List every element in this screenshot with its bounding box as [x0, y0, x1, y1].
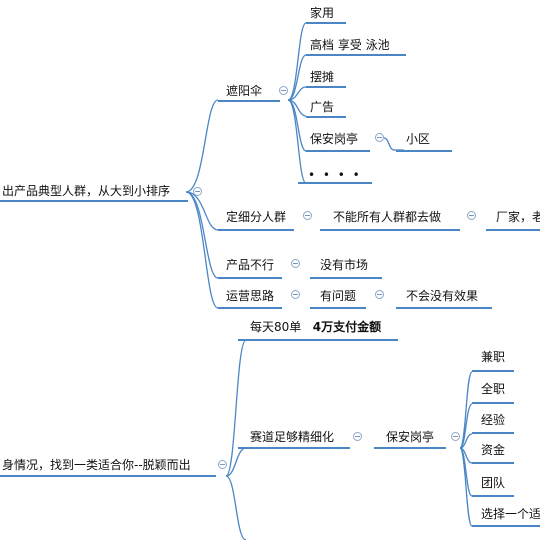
node-subdivide-audience[interactable]: 定细分人群 [226, 210, 287, 224]
daily-amount-label: 4万支付金额 [312, 320, 382, 334]
node-no-market[interactable]: 没有市场 [320, 258, 369, 272]
collapse-toggle-icon[interactable] [291, 290, 300, 299]
node-underline [218, 307, 282, 309]
collapse-toggle-icon[interactable] [353, 432, 362, 441]
node-capital[interactable]: 资金 [481, 443, 506, 457]
node-part-time[interactable]: 兼职 [481, 350, 506, 364]
node-underline [238, 447, 350, 449]
node-product-fail[interactable]: 产品不行 [226, 258, 275, 272]
node-underline [218, 100, 280, 102]
node-street-stall[interactable]: 摆摊 [310, 70, 335, 84]
node-underline [298, 182, 372, 184]
collapse-toggle-icon[interactable] [451, 432, 460, 441]
node-underline [310, 307, 366, 309]
node-underline [306, 116, 346, 118]
node-manufacturer[interactable]: 厂家，老 [496, 210, 540, 224]
node-underline [374, 447, 446, 449]
node-underline [306, 22, 346, 24]
collapse-toggle-icon[interactable] [375, 133, 384, 142]
node-underline [238, 339, 398, 341]
node-track-refined[interactable]: 赛道足够精细化 [250, 430, 335, 444]
node-underline [396, 150, 452, 152]
node-not-ineffective[interactable]: 不会没有效果 [406, 289, 479, 303]
topic-node-find-niche[interactable]: 身情况，找到一类适合你--脱颖而出 [2, 458, 191, 472]
node-underline [306, 54, 406, 56]
branch-line [384, 137, 404, 151]
topic-underline [0, 200, 188, 202]
node-daily-orders[interactable]: 每天80单 4万支付金额 [250, 320, 381, 334]
collapse-toggle-icon[interactable] [193, 187, 202, 196]
node-community[interactable]: 小区 [406, 132, 431, 146]
topic-underline [0, 475, 216, 477]
node-underline [218, 229, 294, 231]
node-underline [472, 402, 514, 404]
collapse-toggle-icon[interactable] [291, 259, 300, 268]
collapse-toggle-icon[interactable] [303, 211, 312, 220]
node-sunshade[interactable]: 遮阳伞 [226, 84, 263, 98]
node-underline [472, 432, 514, 434]
node-underline [306, 150, 370, 152]
node-ellipsis[interactable]: • • • • [308, 168, 362, 182]
node-full-time[interactable]: 全职 [481, 382, 506, 396]
node-underline [472, 495, 514, 497]
node-guard-booth-2[interactable]: 保安岗亭 [386, 430, 435, 444]
node-underline [396, 307, 492, 309]
node-experience[interactable]: 经验 [481, 413, 506, 427]
collapse-toggle-icon[interactable] [375, 290, 384, 299]
node-underline [472, 462, 514, 464]
node-team[interactable]: 团队 [481, 476, 506, 490]
node-underline [472, 370, 514, 372]
node-ops-approach[interactable]: 运营思路 [226, 289, 275, 303]
node-advertising[interactable]: 广告 [310, 100, 335, 114]
node-not-all-audiences[interactable]: 不能所有人群都去做 [333, 210, 442, 224]
collapse-toggle-icon[interactable] [279, 86, 288, 95]
node-underline [306, 86, 346, 88]
topic-node-product-audience[interactable]: 出产品典型人群，从大到小排序 [2, 184, 171, 198]
node-has-issue[interactable]: 有问题 [320, 289, 357, 303]
collapse-toggle-icon[interactable] [467, 211, 476, 220]
node-underline [310, 277, 382, 279]
node-premium-pool[interactable]: 高档 享受 泳池 [310, 38, 390, 52]
node-underline [320, 229, 460, 231]
node-home-use[interactable]: 家用 [310, 6, 335, 20]
collapse-toggle-icon[interactable] [218, 460, 227, 469]
node-choose-one[interactable]: 选择一个适 [481, 507, 540, 521]
node-underline [472, 525, 540, 527]
node-guard-booth[interactable]: 保安岗亭 [310, 132, 359, 146]
node-underline [218, 277, 282, 279]
node-underline [486, 229, 540, 231]
daily-orders-label: 每天80单 [250, 320, 302, 334]
